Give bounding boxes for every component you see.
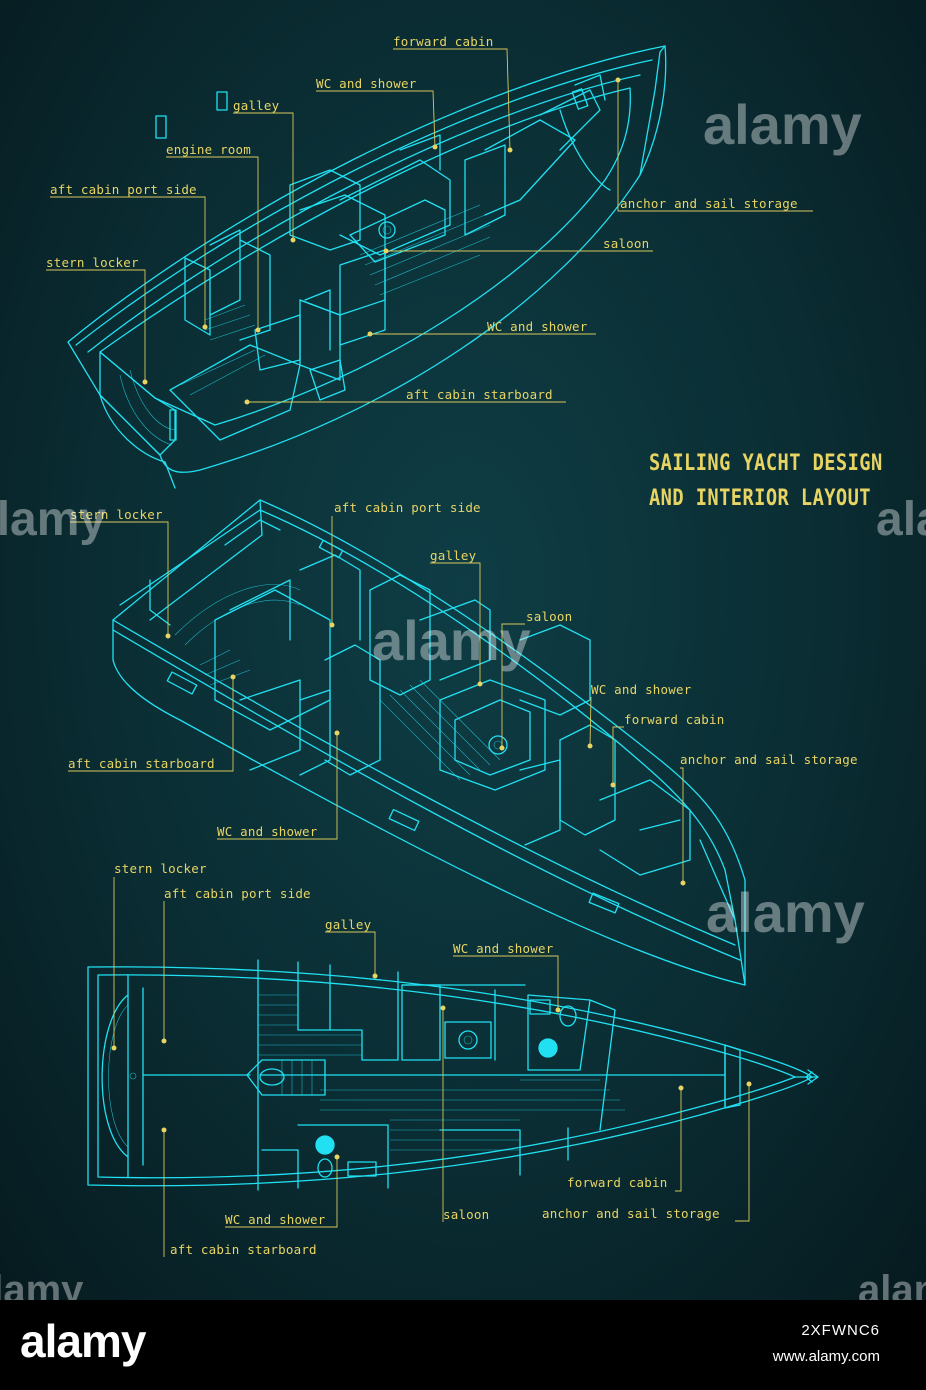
top-label-aft-cabin-port: aft cabin port side [50, 182, 197, 197]
plan-label-aft-cabin-starboard: aft cabin starboard [170, 1242, 317, 1257]
footer-logo: alamy [20, 1315, 146, 1367]
middle-isometric-leaders [68, 516, 686, 886]
top-isometric-leaders [46, 48, 813, 405]
plan-label-wc-shower-a: WC and shower [453, 941, 554, 956]
top-label-wc-shower-b: WC and shower [487, 319, 588, 334]
plan-label-saloon: saloon [443, 1207, 490, 1222]
title-line-2: AND INTERIOR LAYOUT [649, 486, 871, 511]
title-line-1: SAILING YACHT DESIGN [649, 451, 883, 476]
mid-label-anchor-sail: anchor and sail storage [680, 752, 858, 767]
plan-label-anchor-sail: anchor and sail storage [542, 1206, 720, 1221]
watermark-logo: alamy [0, 1268, 84, 1300]
mid-label-saloon: saloon [526, 609, 573, 624]
mid-label-aft-cabin-port: aft cabin port side [334, 500, 481, 515]
watermark-logo: alamy [372, 609, 531, 672]
footer-bar: alamy 2XFWNC6 www.alamy.com [0, 1300, 926, 1390]
top-label-wc-shower-a: WC and shower [316, 76, 417, 91]
mid-label-wc-shower-b: WC and shower [217, 824, 318, 839]
top-isometric-hull [67, 45, 667, 489]
plan-view-hull [87, 959, 819, 1191]
top-label-galley: galley [233, 98, 280, 113]
mid-label-wc-shower-a: WC and shower [591, 682, 692, 697]
watermark-logo: alamy [706, 881, 865, 944]
top-label-engine-room: engine room [166, 142, 251, 157]
watermark-logo: alamy [0, 493, 107, 546]
top-label-saloon: saloon [603, 236, 650, 251]
top-label-stern-locker: stern locker [46, 255, 139, 270]
yacht-drawings [46, 45, 819, 1257]
mid-label-forward-cabin: forward cabin [624, 712, 725, 727]
blueprint-canvas: SAILING YACHT DESIGN AND INTERIOR LAYOUT… [0, 0, 926, 1300]
watermark-logo: alamy [858, 1268, 926, 1300]
top-label-anchor-sail: anchor and sail storage [620, 196, 798, 211]
mid-label-stern-locker: stern locker [70, 507, 163, 522]
plan-view-leaders [111, 877, 752, 1257]
plan-label-wc-shower-b: WC and shower [225, 1212, 326, 1227]
footer-url: www.alamy.com [772, 1348, 880, 1365]
watermark-logo: alamy [876, 493, 926, 546]
watermark-logo: alamy [703, 93, 862, 156]
footer-image-id: 2XFWNC6 [801, 1322, 880, 1339]
middle-isometric-hull [112, 499, 746, 986]
plan-label-aft-cabin-port: aft cabin port side [164, 886, 311, 901]
mid-label-galley: galley [430, 548, 477, 563]
mid-label-aft-cabin-starboard: aft cabin starboard [68, 756, 215, 771]
plan-label-galley: galley [325, 917, 372, 932]
plan-label-forward-cabin: forward cabin [567, 1175, 668, 1190]
top-label-aft-cabin-starboard: aft cabin starboard [406, 387, 553, 402]
top-label-forward-cabin: forward cabin [393, 34, 494, 49]
plan-label-stern-locker: stern locker [114, 861, 207, 876]
